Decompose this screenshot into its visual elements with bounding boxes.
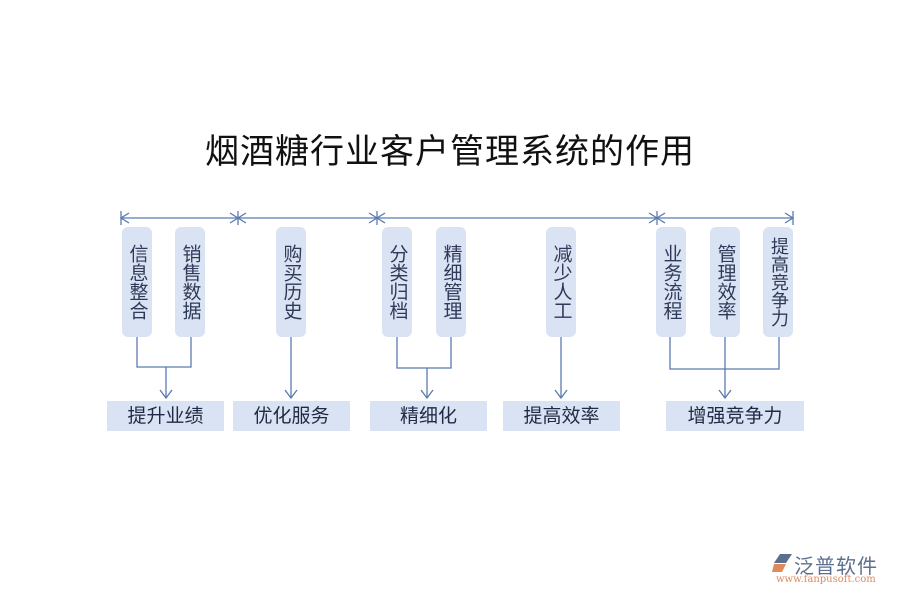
item-business-process: 业务流程 [656, 227, 686, 337]
item-label: 管理效率 [714, 244, 737, 320]
outcome-improve-performance: 提升业绩 [107, 401, 224, 431]
item-label: 提高竞争力 [768, 237, 789, 327]
logo-url: www.fanpusoft.com [776, 574, 876, 585]
brand-logo: 泛普软件 www.fanpusoft.com [770, 550, 900, 590]
outcome-optimize-service: 优化服务 [233, 401, 350, 431]
item-label: 业务流程 [660, 244, 683, 320]
item-sales-data: 销售数据 [175, 227, 205, 337]
item-purchase-history: 购买历史 [276, 227, 306, 337]
item-info-integration: 信息整合 [122, 227, 152, 337]
logo-mark-icon [772, 554, 792, 572]
item-classification: 分类归档 [382, 227, 412, 337]
item-management-efficiency: 管理效率 [710, 227, 740, 337]
item-label: 减少人工 [550, 244, 573, 320]
item-label: 精细管理 [440, 244, 463, 320]
item-label: 购买历史 [280, 244, 303, 320]
logo-brand-name: 泛普软件 [794, 554, 878, 578]
item-label: 信息整合 [126, 244, 149, 320]
outcome-improve-efficiency: 提高效率 [503, 401, 620, 431]
outcome-refinement: 精细化 [370, 401, 487, 431]
item-fine-management: 精细管理 [436, 227, 466, 337]
item-label: 分类归档 [386, 244, 409, 320]
item-label: 销售数据 [179, 244, 202, 320]
item-competitiveness: 提高竞争力 [763, 227, 793, 337]
diagram-title: 烟酒糖行业客户管理系统的作用 [205, 132, 695, 172]
item-reduce-labor: 减少人工 [546, 227, 576, 337]
outcome-enhance-competitiveness: 增强竞争力 [666, 401, 804, 431]
